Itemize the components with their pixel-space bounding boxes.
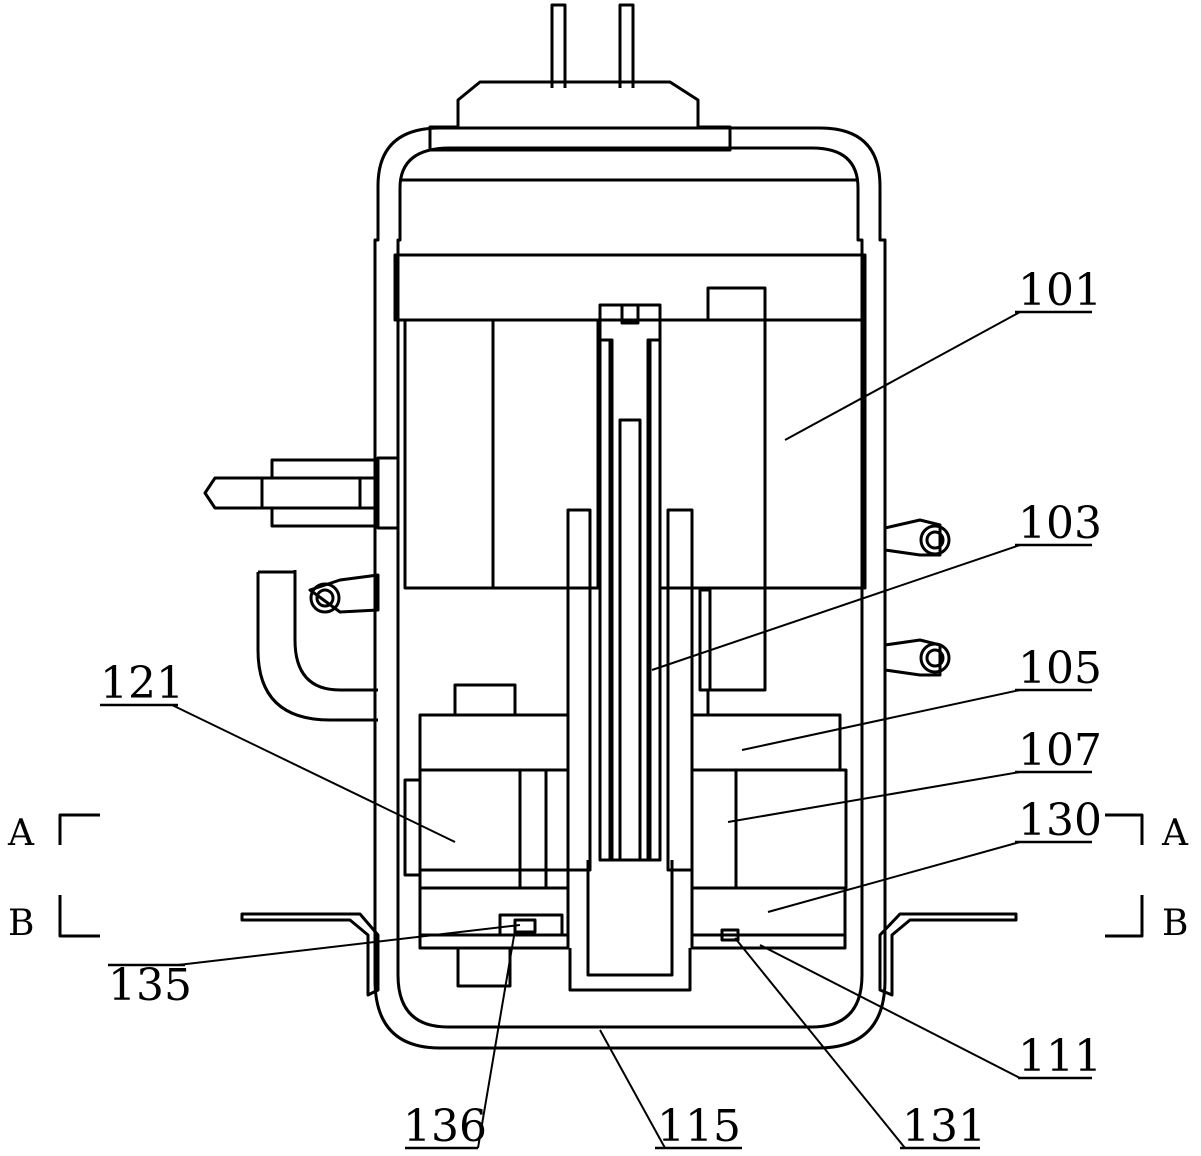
valve-block-bottom (456, 946, 512, 988)
main-bearing-left (566, 508, 592, 872)
crankshaft (598, 303, 662, 862)
top-terminal-cap (428, 80, 732, 152)
roller-right (690, 768, 738, 890)
section-markers (58, 813, 1144, 938)
bearing-boss-right (690, 586, 767, 717)
label-131: 131 (902, 1101, 986, 1152)
bolt-right-lower (883, 638, 951, 677)
flange-block (453, 683, 517, 717)
label-136: 136 (403, 1101, 487, 1152)
lower-plate (418, 933, 570, 950)
outer-shell (373, 126, 887, 1050)
stator-left (403, 318, 495, 590)
cylinder-left-stub (403, 778, 422, 877)
label-101: 101 (1018, 265, 1102, 316)
mount-foot-right (878, 912, 1018, 997)
label-121: 121 (100, 658, 184, 709)
bolt-right-upper (883, 518, 951, 557)
section-a-left: A (7, 813, 35, 854)
section-a-right: A (1161, 813, 1189, 854)
stator-right (763, 318, 867, 590)
discharge-pipes (550, 3, 635, 88)
leader-lines (100, 310, 1092, 1150)
label-107: 107 (1018, 725, 1102, 776)
main-bearing-right (666, 508, 694, 872)
rotor-right (658, 286, 767, 590)
rotor-left (491, 318, 600, 590)
cylinder-right (734, 768, 848, 890)
upper-bearing-flange-right (690, 713, 842, 772)
label-130: 130 (1018, 795, 1102, 846)
discharge-port (720, 928, 740, 942)
label-135: 135 (108, 960, 192, 1011)
lower-plate-right (690, 933, 847, 950)
bolt-left (308, 573, 380, 614)
suction-pipe (203, 456, 400, 530)
mount-foot-left (240, 912, 380, 997)
label-111: 111 (1018, 1031, 1102, 1082)
section-b-left: B (8, 903, 34, 944)
label-115: 115 (657, 1101, 741, 1152)
motor-top-band (393, 253, 867, 322)
section-b-right: B (1162, 903, 1188, 944)
valve-seat (498, 913, 564, 937)
label-103: 103 (1018, 498, 1102, 549)
label-105: 105 (1018, 643, 1102, 694)
oil-sump-cup (568, 948, 692, 992)
accumulator-pipe (256, 572, 378, 722)
